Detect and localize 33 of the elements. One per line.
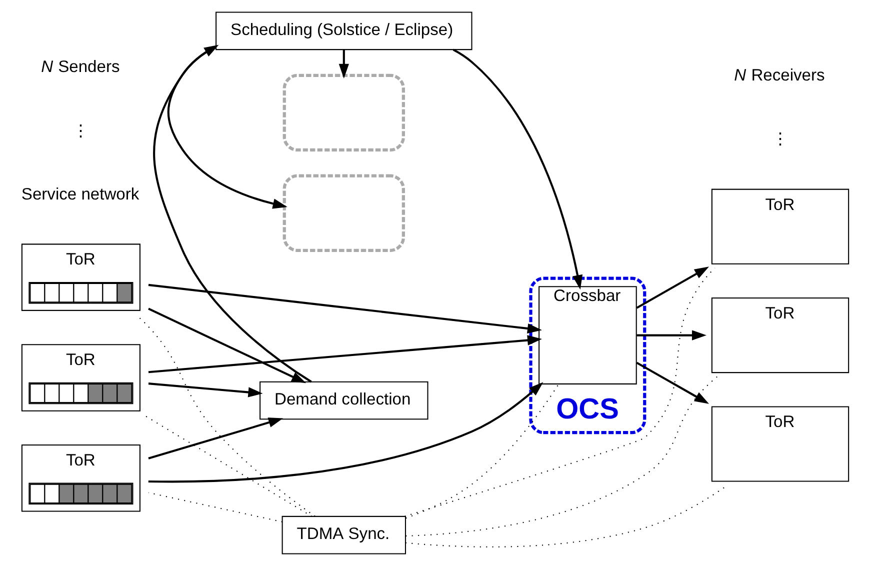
arrow	[148, 284, 542, 334]
arrow	[636, 362, 709, 404]
arrow	[148, 382, 262, 398]
label: N Receivers	[734, 65, 824, 84]
connector	[405, 384, 559, 519]
arrow	[148, 308, 306, 384]
arrow	[148, 418, 283, 460]
connector	[143, 414, 312, 517]
node-box: ToR	[710, 188, 849, 264]
node-box: Crossbar	[538, 286, 636, 384]
node-box	[282, 174, 404, 252]
node-box: ToR	[710, 298, 849, 374]
connector	[404, 485, 727, 548]
connector	[148, 492, 282, 522]
label: ⋮	[771, 130, 788, 149]
node-box: Scheduling (Solstice / Eclipse)	[215, 12, 472, 50]
node-box: TDMA Sync.	[281, 516, 406, 554]
label: Service network	[20, 184, 139, 204]
node-box: Demand collection	[259, 381, 428, 420]
arrow	[636, 330, 706, 340]
node-box: ToR	[20, 344, 140, 412]
arrow	[338, 50, 348, 78]
node-box	[282, 74, 404, 152]
arrow	[148, 382, 543, 483]
arrow	[148, 335, 542, 374]
arrow	[636, 266, 709, 309]
label: ⋮	[72, 121, 90, 140]
node-box: ToR	[710, 406, 849, 482]
node-box: ToR	[20, 244, 140, 311]
connector	[405, 376, 717, 536]
arrow	[452, 48, 582, 290]
label: N Senders	[40, 57, 120, 76]
node-box: ToR	[20, 444, 140, 512]
